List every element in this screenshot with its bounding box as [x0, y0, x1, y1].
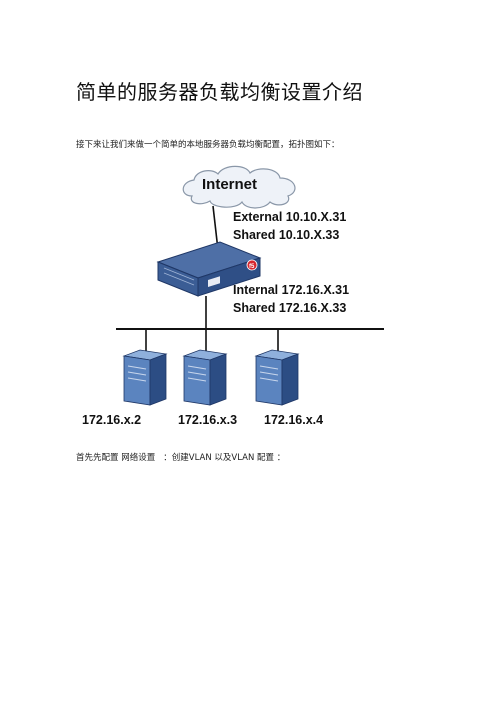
- footer-text: 首先先配置 网络设置 ：创建VLAN 以及VLAN 配置 ：: [76, 453, 286, 463]
- internal-shared-ip-label: Shared 172.16.X.33: [233, 301, 346, 315]
- external-ip-label: External 10.10.X.31: [233, 210, 346, 224]
- internal-ip-label: Internal 172.16.X.31: [233, 283, 349, 297]
- internet-cloud-icon: [182, 165, 296, 209]
- server-ip-label: 172.16.x.3: [178, 413, 237, 427]
- intro-text: 接下来让我们来做一个简单的本地服务器负载均衡配置，拓扑图如下：: [76, 140, 340, 150]
- svg-text:f5: f5: [249, 264, 255, 270]
- external-shared-ip-label: Shared 10.10.X.33: [233, 228, 339, 242]
- f5-logo-icon: [246, 259, 258, 271]
- page-title: 简单的服务器负载均衡设置介绍: [76, 80, 363, 104]
- load-balancer-icon: f5: [156, 241, 262, 297]
- server-ip-label: 172.16.x.2: [82, 413, 141, 427]
- server-icon: [254, 349, 300, 406]
- topology-diagram: Internet f5 External 10.10.X.31 Shared 1…: [82, 165, 384, 427]
- server-icon: [182, 349, 228, 406]
- internet-label: Internet: [202, 176, 257, 193]
- server-ip-label: 172.16.x.4: [264, 413, 323, 427]
- server-icon: [122, 349, 168, 406]
